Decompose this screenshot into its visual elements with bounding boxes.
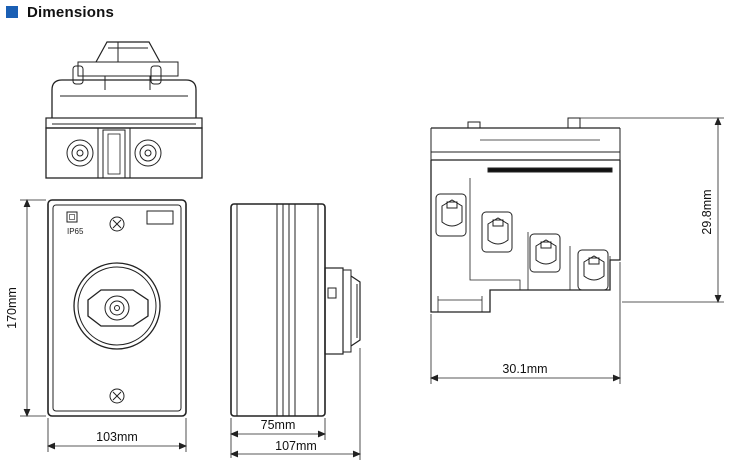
rear-width-label: 30.1mm xyxy=(502,362,547,376)
front-height-label: 170mm xyxy=(5,287,19,329)
side-body-depth-dimension xyxy=(229,418,327,458)
side-view xyxy=(230,203,361,417)
top-view xyxy=(45,41,203,179)
front-view xyxy=(47,199,187,417)
rear-height-label: 29.8mm xyxy=(700,189,714,234)
ip-rating-label: IP65 xyxy=(67,227,84,236)
section-title: Dimensions xyxy=(27,3,115,21)
side-total-depth-dimension xyxy=(229,348,362,460)
section-header: Dimensions xyxy=(6,3,114,21)
header-marker xyxy=(6,6,18,18)
front-width-dimension xyxy=(46,418,188,452)
front-width-label: 103mm xyxy=(96,430,138,444)
front-height-dimension xyxy=(20,198,46,418)
rear-width-dimension xyxy=(429,262,622,384)
rear-height-dimension xyxy=(580,116,724,304)
rear-contact-view xyxy=(430,117,621,313)
side-body-depth-label: 75mm xyxy=(261,418,296,432)
side-total-depth-label: 107mm xyxy=(275,439,317,453)
